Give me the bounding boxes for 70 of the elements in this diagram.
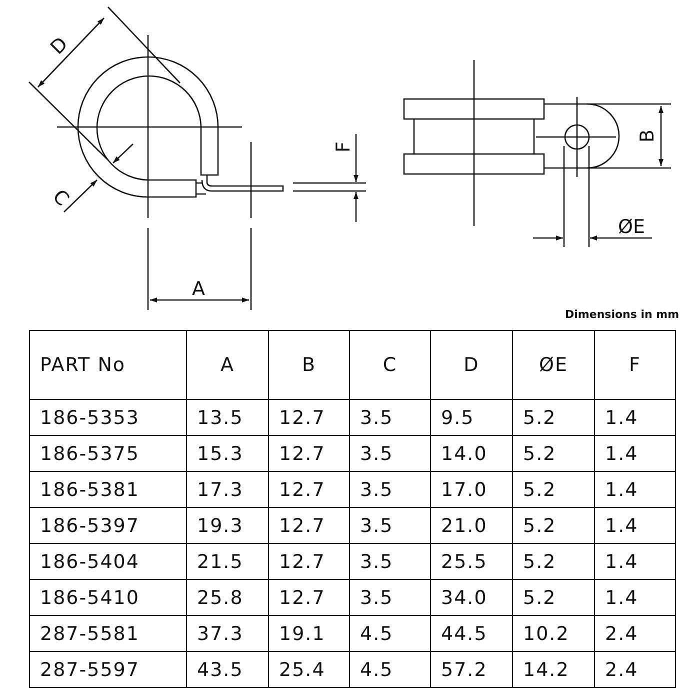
- table-cell: 3.5: [350, 436, 430, 472]
- table-cell: 1.4: [594, 508, 676, 544]
- part-number-cell: 186-5397: [30, 508, 186, 544]
- table-cell: 12.7: [268, 400, 350, 436]
- part-number-cell: 186-5404: [30, 544, 186, 580]
- table-cell: 3.5: [350, 544, 430, 580]
- column-header: F: [594, 330, 676, 400]
- dimension-label: A: [192, 279, 205, 299]
- part-number-cell: 287-5581: [30, 616, 186, 652]
- table-cell: 2.4: [594, 652, 676, 688]
- table-cell: 5.2: [512, 508, 594, 544]
- table-cell: 57.2: [430, 652, 512, 688]
- table-cell: 5.2: [512, 400, 594, 436]
- dimension-label: B: [638, 129, 658, 143]
- table-cell: 5.2: [512, 472, 594, 508]
- table-cell: 12.7: [268, 580, 350, 616]
- table-cell: 21.0: [430, 508, 512, 544]
- table-cell: 14.2: [512, 652, 594, 688]
- table-cell: 25.8: [186, 580, 268, 616]
- table-cell: 3.5: [350, 508, 430, 544]
- table-cell: 3.5: [350, 472, 430, 508]
- table-cell: 12.7: [268, 508, 350, 544]
- part-number-cell: 186-5353: [30, 400, 186, 436]
- table-cell: 9.5: [430, 400, 512, 436]
- table-cell: 34.0: [430, 580, 512, 616]
- dimension-label: C: [48, 186, 72, 210]
- column-header: ØE: [512, 330, 594, 400]
- column-header: A: [186, 330, 268, 400]
- table-cell: 1.4: [594, 400, 676, 436]
- table-cell: 13.5: [186, 400, 268, 436]
- column-header: B: [268, 330, 350, 400]
- table-cell: 3.5: [350, 400, 430, 436]
- table-cell: 1.4: [594, 472, 676, 508]
- dimension-label: ØE: [618, 217, 645, 237]
- table-cell: 5.2: [512, 436, 594, 472]
- table-cell: 1.4: [594, 580, 676, 616]
- column-header: D: [430, 330, 512, 400]
- table-cell: 43.5: [186, 652, 268, 688]
- part-number-cell: 287-5597: [30, 652, 186, 688]
- table-cell: 37.3: [186, 616, 268, 652]
- table-cell: 14.0: [430, 436, 512, 472]
- table-cell: 12.7: [268, 472, 350, 508]
- part-number-cell: 186-5410: [30, 580, 186, 616]
- table-cell: 17.0: [430, 472, 512, 508]
- table-cell: 1.4: [594, 544, 676, 580]
- dimension-label: F: [333, 142, 354, 152]
- table-cell: 19.3: [186, 508, 268, 544]
- table-cell: 5.2: [512, 580, 594, 616]
- table-cell: 1.4: [594, 436, 676, 472]
- units-note: Dimensions in mm: [565, 308, 680, 321]
- table-cell: 15.3: [186, 436, 268, 472]
- table-cell: 19.1: [268, 616, 350, 652]
- table-cell: 17.3: [186, 472, 268, 508]
- table-cell: 5.2: [512, 544, 594, 580]
- table-cell: 3.5: [350, 580, 430, 616]
- part-number-cell: 186-5381: [30, 472, 186, 508]
- part-number-cell: 186-5375: [30, 436, 186, 472]
- table-cell: 44.5: [430, 616, 512, 652]
- column-header: C: [350, 330, 430, 400]
- table-cell: 2.4: [594, 616, 676, 652]
- column-header: PART No: [30, 330, 186, 400]
- table-cell: 25.5: [430, 544, 512, 580]
- table-cell: 25.4: [268, 652, 350, 688]
- table-cell: 12.7: [268, 436, 350, 472]
- table-cell: 4.5: [350, 652, 430, 688]
- table-cell: 21.5: [186, 544, 268, 580]
- table-cell: 4.5: [350, 616, 430, 652]
- dimension-label: D: [47, 34, 72, 58]
- table-cell: 10.2: [512, 616, 594, 652]
- table-cell: 12.7: [268, 544, 350, 580]
